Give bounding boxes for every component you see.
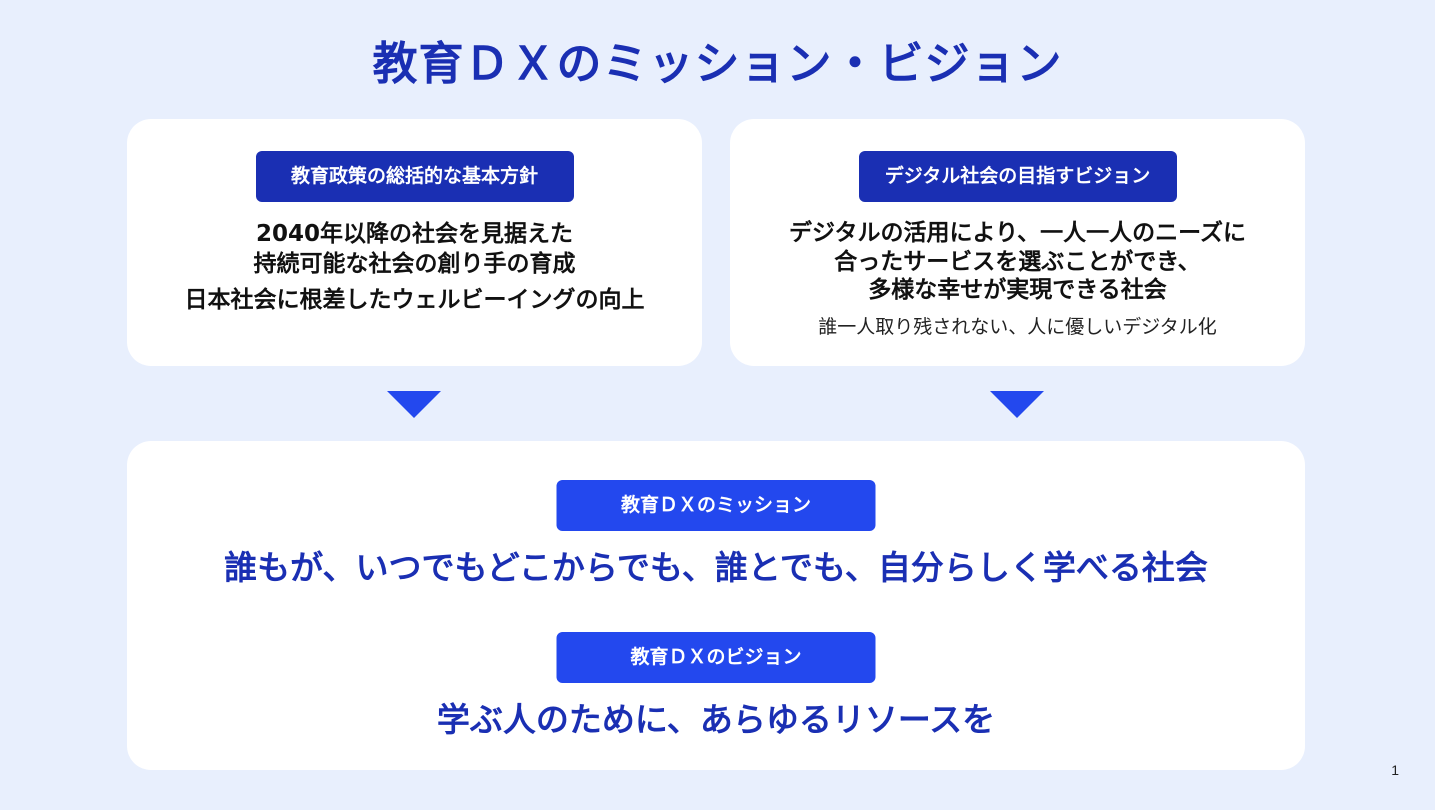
- policy-text-line: 日本社会に根差したウェルビーイングの向上: [184, 287, 645, 313]
- digital-vision-subtext: 誰一人取り残されない、人に優しいデジタル化: [818, 316, 1217, 338]
- slide-title: 教育ＤＸのミッション・ビジョン: [372, 37, 1063, 90]
- digital-vision-text-line: 合ったサービスを選ぶことができ、: [834, 249, 1201, 275]
- policy-card: 教育政策の総括的な基本方針 2040年以降の社会を見据えた 持続可能な社会の創り…: [127, 119, 702, 366]
- policy-text-line: 持続可能な社会の創り手の育成: [253, 251, 576, 277]
- digital-vision-text-line: デジタルの活用により、一人一人のニーズに: [788, 220, 1246, 246]
- mission-statement: 誰もが、いつでもどこからでも、誰とでも、自分らしく学べる社会: [224, 548, 1208, 587]
- digital-vision-card: デジタル社会の目指すビジョン デジタルの活用により、一人一人のニーズに 合ったサ…: [730, 119, 1305, 366]
- mission-badge: 教育ＤＸのミッション: [556, 480, 876, 531]
- digital-vision-badge: デジタル社会の目指すビジョン: [858, 151, 1177, 202]
- down-arrow-icon: [387, 391, 441, 418]
- policy-text-line: 2040年以降の社会を見据えた: [255, 221, 573, 247]
- digital-vision-text-line: 多様な幸せが実現できる社会: [868, 277, 1167, 303]
- mission-vision-card: 教育ＤＸのミッション 誰もが、いつでもどこからでも、誰とでも、自分らしく学べる社…: [127, 441, 1305, 770]
- down-arrow-icon: [990, 391, 1044, 418]
- vision-badge: 教育ＤＸのビジョン: [556, 632, 876, 683]
- page-number: 1: [1391, 762, 1399, 778]
- policy-badge: 教育政策の総括的な基本方針: [255, 151, 574, 202]
- vision-statement: 学ぶ人のために、あらゆるリソースを: [436, 700, 996, 739]
